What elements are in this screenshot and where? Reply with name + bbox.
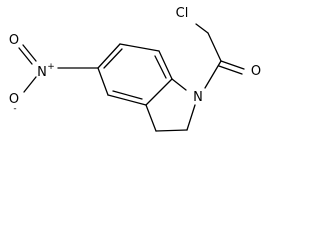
atom-nitro-o-top: O	[9, 33, 19, 48]
bond-c7a-c3a	[145, 78, 173, 106]
bond-carbonyl-ch2	[207, 32, 222, 62]
bond-c6-c7	[119, 43, 160, 52]
nitro-double-bond-b	[18, 47, 33, 65]
bond-c4-c5	[97, 67, 109, 96]
chloroacetyl-group	[195, 23, 245, 89]
nitro-single-bond	[23, 76, 37, 93]
bond-ch2-cl	[195, 23, 209, 34]
carbonyl-double-bond-a	[220, 60, 245, 70]
carbonyl-double-bond-b	[218, 65, 243, 75]
bond-n1-carbonyl	[204, 60, 222, 89]
double-bond-c5-c6	[103, 48, 123, 69]
atom-cl: Cl	[176, 6, 189, 21]
benzene-ring	[97, 43, 173, 106]
atom-ring-n: N	[193, 90, 203, 105]
bond-c2-n1	[186, 104, 196, 131]
nitro-o-negative-charge: -	[13, 104, 16, 114]
nitro-n-positive-charge: +	[47, 62, 55, 72]
structure-canvas: Cl O N N + O O -	[0, 0, 266, 143]
pyrroline-ring	[145, 78, 196, 132]
bond-n1-c7a	[171, 78, 187, 91]
bond-c3a-c4	[107, 94, 147, 106]
bond-c5-c6	[97, 43, 121, 69]
bond-c3-c2	[155, 129, 188, 132]
double-bond-c7-c7a	[154, 55, 167, 79]
nitro-double-bond-a	[22, 44, 37, 62]
double-bond-c3a-c4	[112, 90, 143, 100]
nitro-group	[18, 44, 99, 93]
molecule-structure: Cl O N N + O O -	[9, 6, 261, 132]
atom-carbonyl-o: O	[251, 64, 261, 79]
bond-c3a-c3	[145, 104, 157, 132]
atom-nitro-n: N	[37, 65, 47, 80]
bond-c7-c7a	[158, 50, 173, 80]
atom-nitro-o-bottom: O	[9, 92, 19, 107]
